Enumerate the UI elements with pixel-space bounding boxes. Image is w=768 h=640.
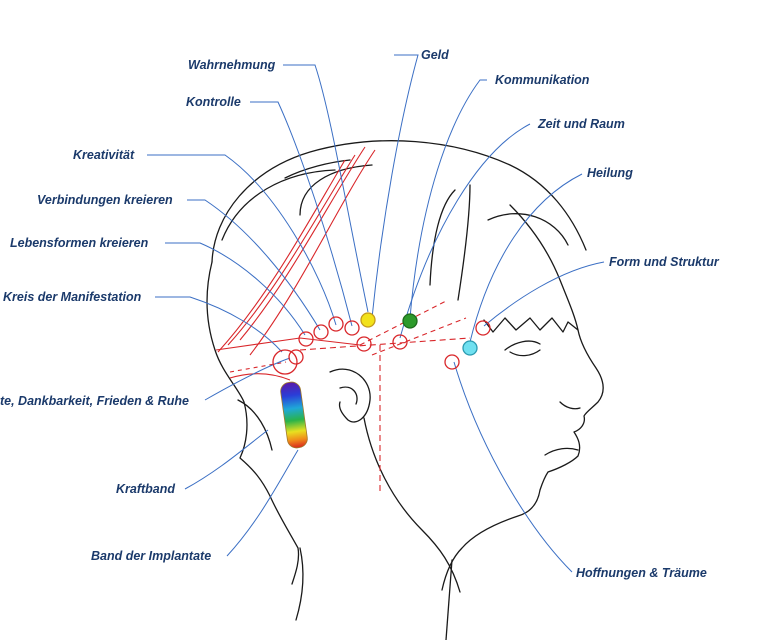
face-profile — [442, 330, 603, 590]
label-form-und-struktur: Form und Struktur — [609, 255, 719, 269]
circle-form — [476, 321, 490, 335]
circle-kontrolle — [345, 321, 359, 335]
label-wahrnehmung: Wahrnehmung — [188, 58, 275, 72]
nose-nostril — [560, 402, 580, 409]
leader-kraftband — [185, 430, 268, 489]
label-kreis-der-manifestation: Kreis der Manifestation — [3, 290, 141, 304]
leader-lines — [147, 55, 604, 572]
leader-implantate — [227, 450, 298, 556]
label-kreativitaet: Kreativität — [73, 148, 134, 162]
red-dashed-short — [230, 362, 286, 372]
hair-strand — [430, 190, 455, 285]
circle-wahrnehmung-dot — [361, 313, 375, 327]
label-verbindungen-kreieren: Verbindungen kreieren — [37, 193, 173, 207]
leader-kreativitaet — [147, 155, 336, 325]
leader-form — [484, 262, 604, 326]
eye — [505, 341, 540, 350]
fringe — [484, 205, 578, 332]
circle-verbindungen — [314, 325, 328, 339]
head-outline — [207, 141, 603, 640]
circle-hoffnungen — [445, 355, 459, 369]
chakra-circles — [273, 313, 490, 374]
hair-back-inner — [238, 400, 272, 450]
circle-geld-dot — [403, 314, 417, 328]
leader-geld — [372, 55, 418, 318]
red-horizontal — [216, 338, 360, 350]
circle-lower-1 — [357, 337, 371, 351]
red-band-line — [230, 374, 290, 380]
label-heilung: Heilung — [587, 166, 633, 180]
hair-strand — [458, 185, 470, 300]
label-kraftband: Kraftband — [116, 482, 175, 496]
label-zeit-und-raum: Zeit und Raum — [538, 117, 625, 131]
ear — [330, 369, 370, 422]
hair-top-line — [212, 141, 586, 262]
jaw — [364, 418, 460, 592]
label-hoffnungen-traeume: Hoffnungen & Träume — [576, 566, 707, 580]
red-dashed-diagonal — [372, 318, 466, 355]
red-arc — [218, 160, 345, 352]
leader-hoffnungen — [454, 362, 572, 572]
leader-lebensformen — [165, 243, 305, 335]
label-geld: Geld — [421, 48, 449, 62]
mouth — [545, 448, 578, 455]
ear-inner — [340, 387, 357, 404]
leader-heilung — [470, 174, 582, 342]
red-arc — [240, 147, 365, 340]
label-dankbarkeit: te, Dankbarkeit, Frieden & Ruhe — [0, 394, 189, 408]
circle-kreis-manifestation-large — [273, 350, 297, 374]
eye-lower — [510, 350, 540, 356]
circle-heilung-dot — [463, 341, 477, 355]
label-kommunikation: Kommunikation — [495, 73, 589, 87]
red-dashed-horizontal — [300, 338, 470, 350]
neck-back — [296, 548, 303, 620]
label-lebensformen-kreieren: Lebensformen kreieren — [10, 236, 148, 250]
label-band-der-implantate: Band der Implantate — [91, 549, 211, 563]
kraftband-rainbow — [280, 381, 309, 449]
leader-dankbarkeit — [205, 358, 290, 400]
leader-wahrnehmung — [283, 65, 368, 312]
label-kontrolle: Kontrolle — [186, 95, 241, 109]
